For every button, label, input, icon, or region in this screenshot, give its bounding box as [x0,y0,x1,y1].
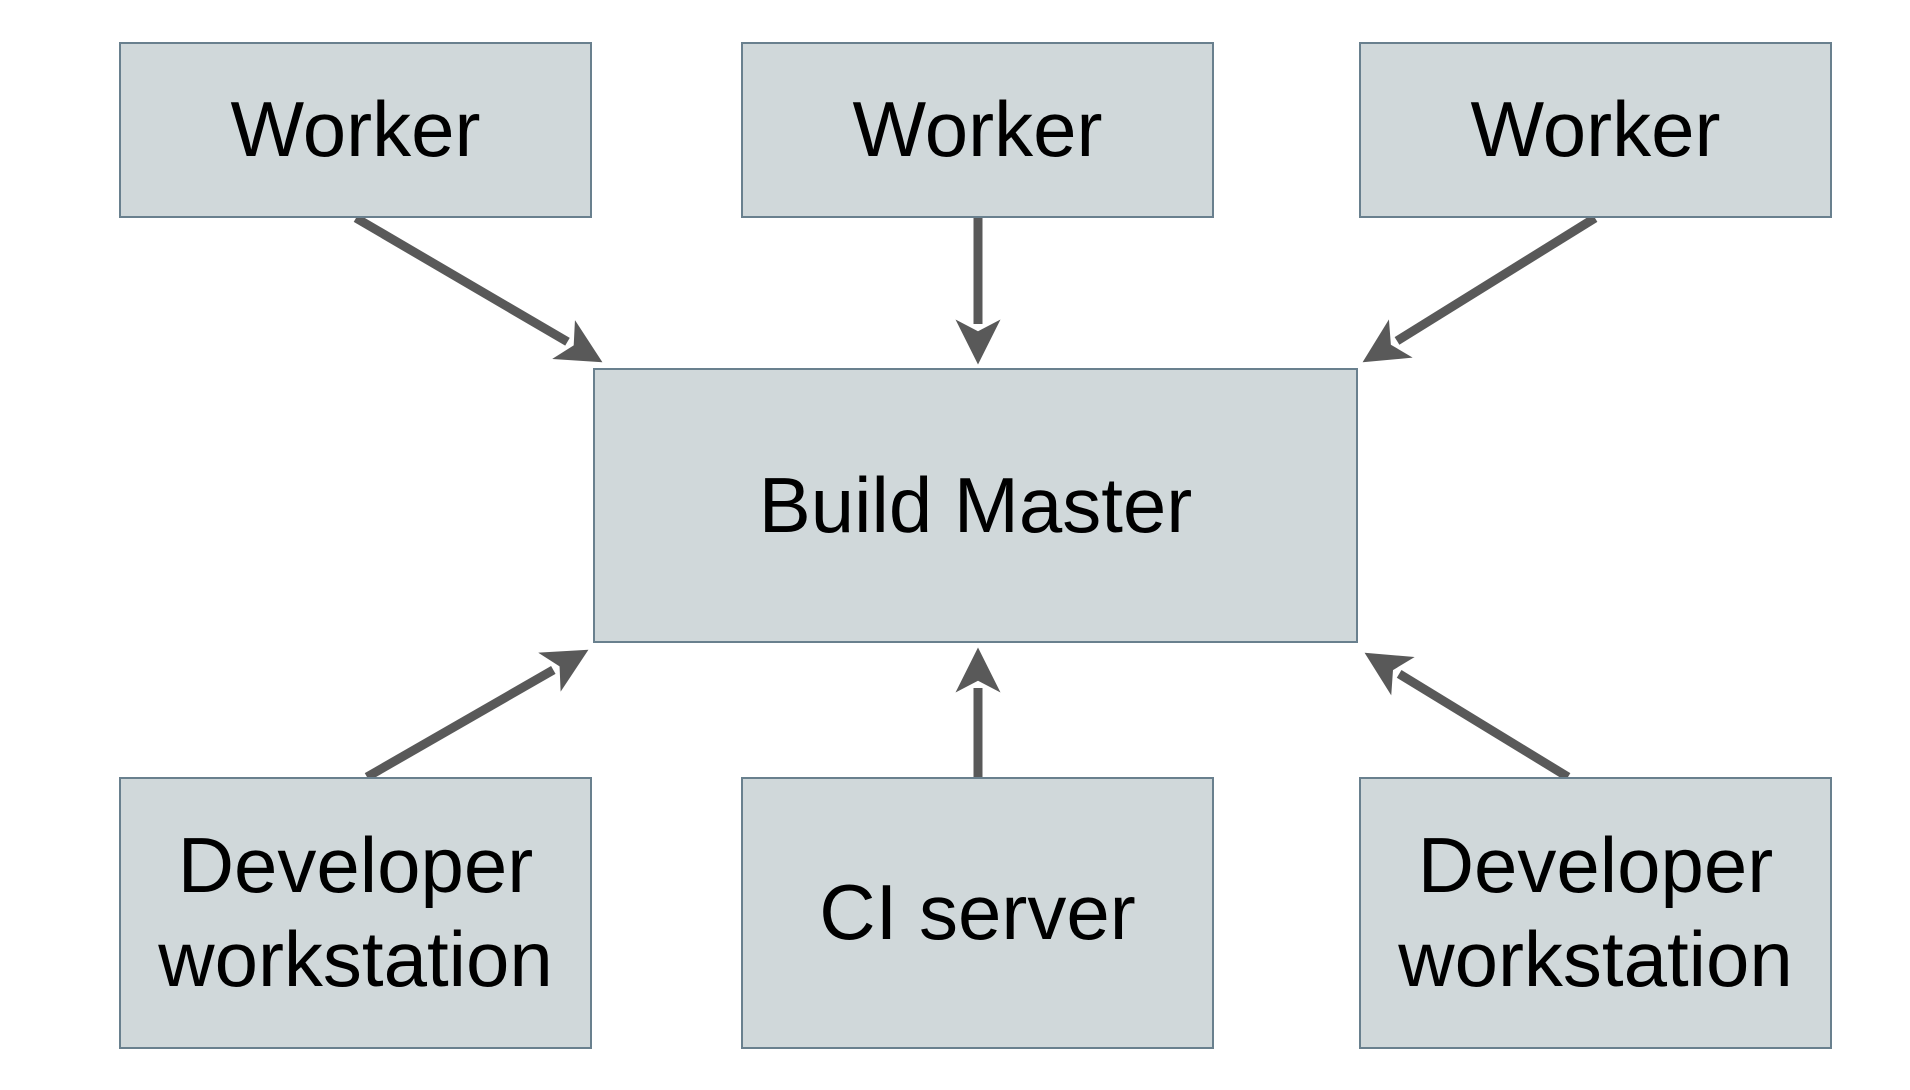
node-worker-2-label: Worker [852,85,1103,174]
node-worker-3: Worker [1359,42,1832,218]
connector-arrow-worker-3-to-build-master [1362,214,1598,363]
connector-arrow-developer-workstation-right-to-build-master [1364,652,1571,781]
node-developer-workstation-left: Developer workstation [119,777,592,1049]
node-worker-3-label: Worker [1470,85,1721,174]
node-worker-1: Worker [119,42,592,218]
connector-arrow-worker-1-to-build-master [353,214,603,363]
node-developer-workstation-right-label: Developer workstation [1398,821,1793,1003]
node-ci-server: CI server [741,777,1214,1049]
node-developer-workstation-left-label: Developer workstation [158,821,553,1003]
node-ci-server-label: CI server [819,868,1136,957]
node-worker-2: Worker [741,42,1214,218]
node-build-master-label: Build Master [758,460,1193,549]
node-build-master: Build Master [593,368,1358,643]
connector-arrow-developer-workstation-left-to-build-master [364,649,589,781]
node-developer-workstation-right: Developer workstation [1359,777,1832,1049]
node-worker-1-label: Worker [230,85,481,174]
